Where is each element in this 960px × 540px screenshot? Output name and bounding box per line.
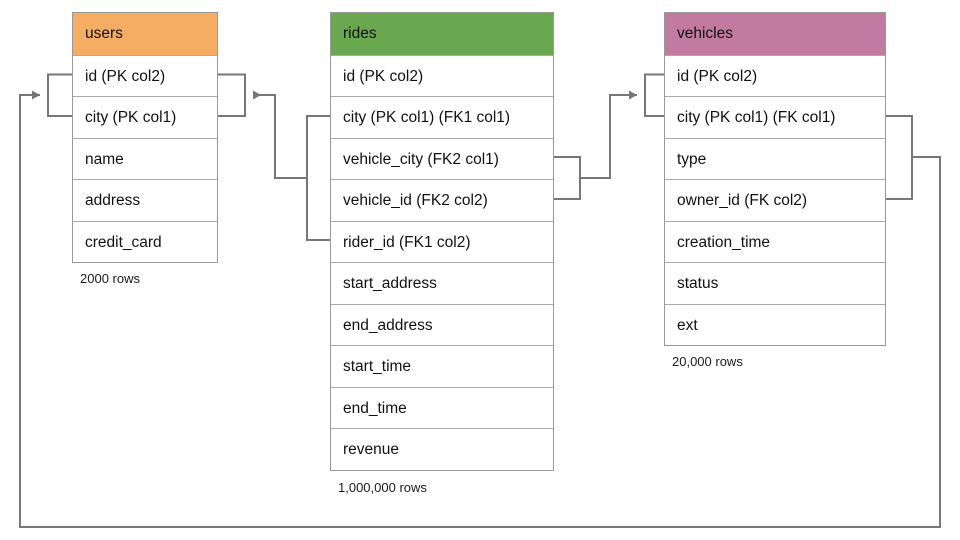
entity-rides-field-vehicle-id[interactable]: vehicle_id (FK2 col2) — [331, 179, 553, 221]
entity-rides-field-id[interactable]: id (PK col2) — [331, 54, 553, 97]
connector-users-right-bracket — [218, 73, 246, 117]
entity-rides-field-vehicle-city[interactable]: vehicle_city (FK2 col1) — [331, 137, 553, 180]
entity-rides-title: rides — [331, 13, 553, 55]
entity-vehicles-field-type[interactable]: type — [665, 137, 885, 180]
entity-vehicles-field-owner-id[interactable]: owner_id (FK col2) — [665, 179, 885, 221]
entity-users-title: users — [73, 13, 217, 55]
entity-users-field-id[interactable]: id (PK col2) — [73, 54, 217, 97]
entity-rides[interactable]: rides id (PK col2) city (PK col1) (FK1 c… — [330, 12, 554, 471]
entity-vehicles-row-count: 20,000 rows — [672, 354, 743, 369]
entity-users-field-credit-card[interactable]: credit_card — [73, 220, 217, 263]
entity-users-row-count: 2000 rows — [80, 271, 140, 286]
entity-users[interactable]: users id (PK col2) city (PK col1) name a… — [72, 12, 218, 263]
connector-rides-left-bracket — [306, 115, 330, 241]
entity-vehicles-field-id[interactable]: id (PK col2) — [665, 54, 885, 97]
connector-rides-right-bracket — [554, 156, 581, 200]
connector-rides-to-vehicles — [580, 90, 637, 179]
entity-vehicles-field-ext[interactable]: ext — [665, 303, 885, 346]
entity-vehicles-title: vehicles — [665, 13, 885, 55]
entity-vehicles[interactable]: vehicles id (PK col2) city (PK col1) (FK… — [664, 12, 886, 346]
entity-vehicles-field-city[interactable]: city (PK col1) (FK col1) — [665, 96, 885, 138]
entity-vehicles-field-creation-time[interactable]: creation_time — [665, 220, 885, 263]
entity-users-field-city[interactable]: city (PK col1) — [73, 96, 217, 138]
entity-users-field-name[interactable]: name — [73, 137, 217, 180]
entity-users-field-address[interactable]: address — [73, 179, 217, 221]
connector-vehicles-right-bracket — [886, 115, 913, 200]
entity-rides-field-end-time[interactable]: end_time — [331, 386, 553, 429]
entity-rides-field-start-time[interactable]: start_time — [331, 345, 553, 387]
connector-users-left-bracket — [47, 73, 72, 117]
entity-rides-field-city[interactable]: city (PK col1) (FK1 col1) — [331, 96, 553, 138]
connector-vehicles-left-bracket — [644, 73, 664, 117]
entity-rides-field-rider-id[interactable]: rider_id (FK1 col2) — [331, 220, 553, 263]
entity-vehicles-field-status[interactable]: status — [665, 262, 885, 304]
entity-rides-field-start-address[interactable]: start_address — [331, 262, 553, 304]
connector-rides-to-users — [253, 90, 307, 179]
entity-rides-row-count: 1,000,000 rows — [338, 480, 427, 495]
entity-rides-field-revenue[interactable]: revenue — [331, 428, 553, 470]
entity-rides-field-end-address[interactable]: end_address — [331, 303, 553, 346]
